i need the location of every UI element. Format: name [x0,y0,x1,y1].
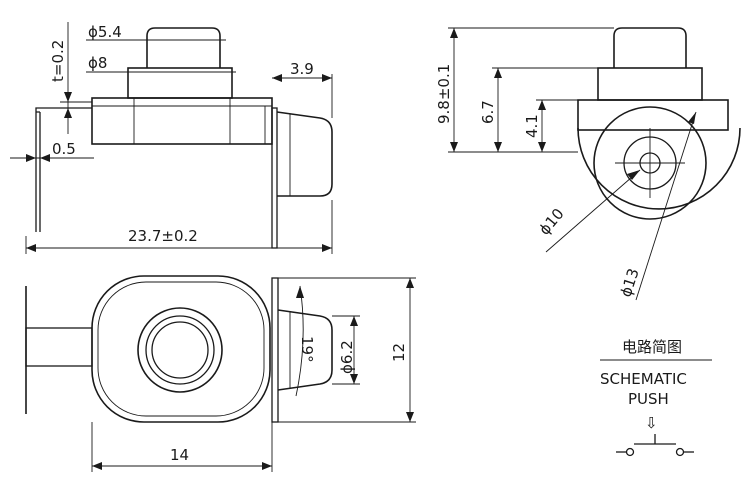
gap-label: 0.5 [52,140,76,158]
outer-flange [577,127,741,210]
plunger-cap [146,27,221,68]
top-knob [277,309,333,391]
side-view: ϕ5.4 ϕ8 t=0.2 0.5 3.9 23.7±0.2 [10,22,333,254]
top-right-plate [271,277,279,423]
end-base [577,99,729,131]
length-label: 23.7±0.2 [128,227,198,245]
base-height-label: 4.1 [523,114,541,138]
top-plunger-mid [145,315,215,385]
width-label: 14 [170,446,189,464]
top-plunger-outer [137,307,223,393]
schematic-legend: 电路简图 SCHEMATIC PUSH ⇩ [600,338,712,457]
end-plunger-cap [613,27,687,68]
shaft-diameter-label: ϕ6.2 [338,340,356,374]
inner-body [593,106,707,220]
plunger-base [127,67,233,99]
total-height-label: 9.8±0.1 [435,64,453,124]
top-view: 14 19° ϕ6.2 12 [25,275,416,472]
schematic-title-cn: 电路简图 [622,338,682,356]
button-knob [276,111,333,197]
switch-body [91,97,273,145]
base-diameter-label: ϕ8 [88,54,107,72]
protrusion-label: 3.9 [290,60,314,78]
end-plunger-base [597,67,703,101]
body-height-label: 6.7 [479,100,497,124]
top-plunger-inner [151,321,209,379]
end-view: 9.8±0.1 6.7 4.1 ϕ10 ϕ13 [435,27,741,301]
top-body [91,275,271,423]
height-label: 12 [390,343,408,362]
left-bracket [35,107,92,232]
schematic-label-2: PUSH [628,390,669,408]
push-switch-symbol [616,434,694,457]
cap-diameter-label: ϕ5.4 [88,23,122,41]
top-left-stem [25,327,93,367]
push-arrow-icon: ⇩ [645,414,658,432]
outer-diameter-label: ϕ13 [617,266,643,299]
thickness-label: t=0.2 [49,40,67,82]
inner-diameter-label: ϕ10 [535,205,567,239]
schematic-label-1: SCHEMATIC [600,370,687,388]
angle-label: 19° [298,336,316,363]
